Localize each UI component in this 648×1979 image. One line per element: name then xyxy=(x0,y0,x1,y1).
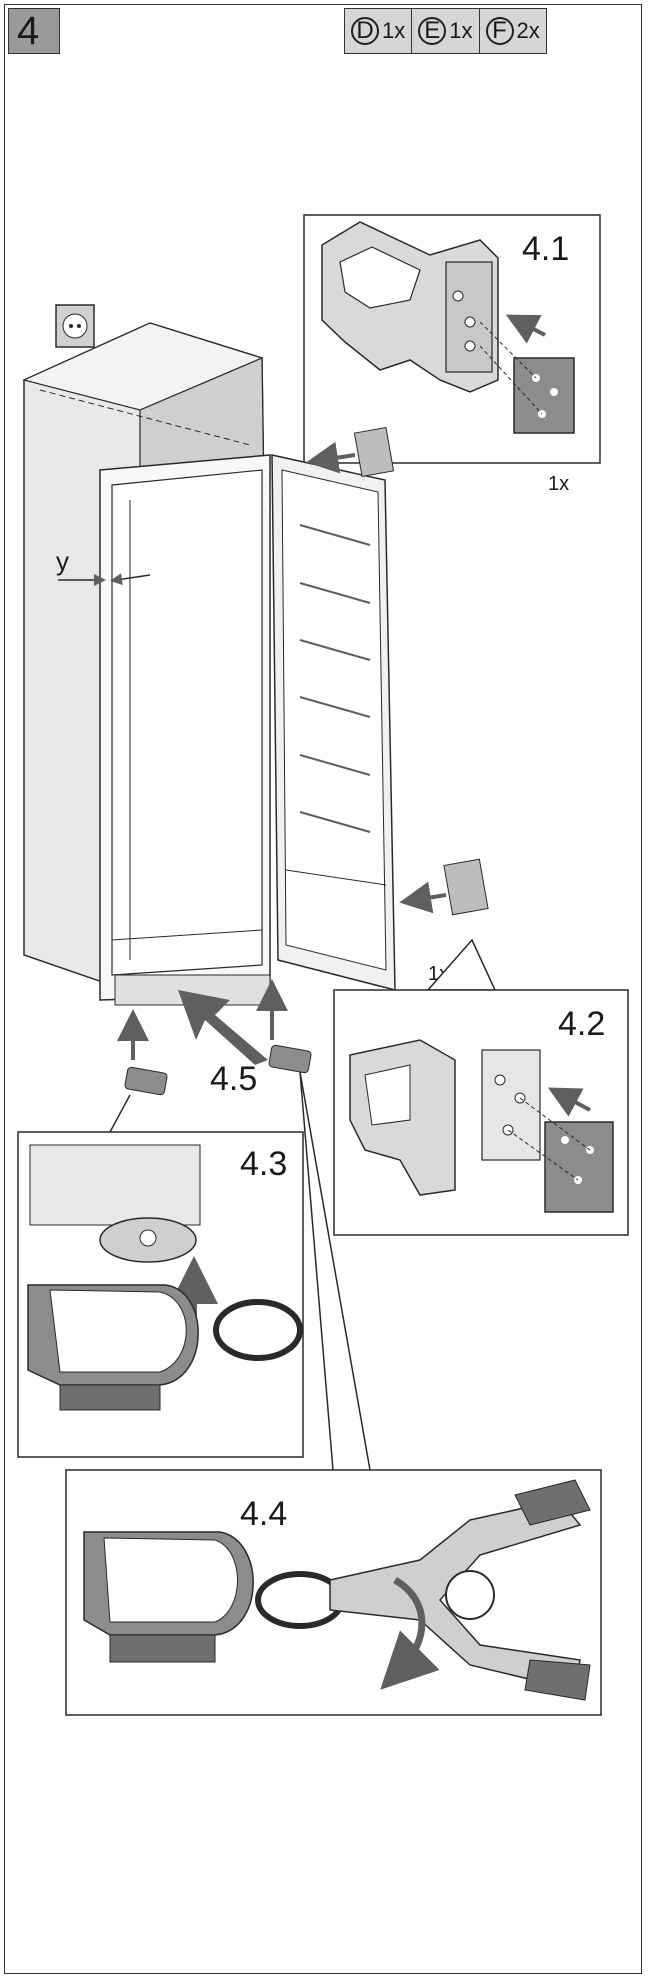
callout-4-3-label: 4.3 xyxy=(240,1145,287,1183)
dimension-y-label: y xyxy=(56,546,69,576)
part-f: F 2x xyxy=(478,9,546,53)
part-e-qty: 1x xyxy=(449,18,473,43)
step-number-box: 4 xyxy=(8,8,60,54)
callout-4-1-label: 4.1 xyxy=(522,230,569,268)
part-d-letter: D xyxy=(351,17,379,45)
part-e: E 1x xyxy=(411,9,479,53)
part-d: D 1x xyxy=(345,9,412,53)
page-frame xyxy=(4,4,642,1974)
hinge-plate-bottom xyxy=(443,858,489,916)
arrow-icon xyxy=(178,990,268,1065)
power-socket-icon xyxy=(55,304,95,348)
appliance-niche xyxy=(22,322,396,1006)
part-d-qty: 1x xyxy=(382,18,406,43)
part-f-letter: F xyxy=(485,17,514,45)
callout-4-1-panel xyxy=(303,214,601,464)
callout-4-4-label: 4.4 xyxy=(240,1495,287,1533)
callout-4-5-label: 4.5 xyxy=(210,1060,257,1098)
part-f-qty: 2x xyxy=(516,18,540,43)
callout-4-1-qty: 1x xyxy=(548,473,569,495)
hinge-plate-top xyxy=(353,426,395,478)
step-number: 4 xyxy=(17,9,40,53)
part-e-letter: E xyxy=(418,17,447,45)
parts-list: D 1x E 1x F 2x xyxy=(344,8,547,54)
callout-4-2-label: 4.2 xyxy=(558,1005,605,1043)
